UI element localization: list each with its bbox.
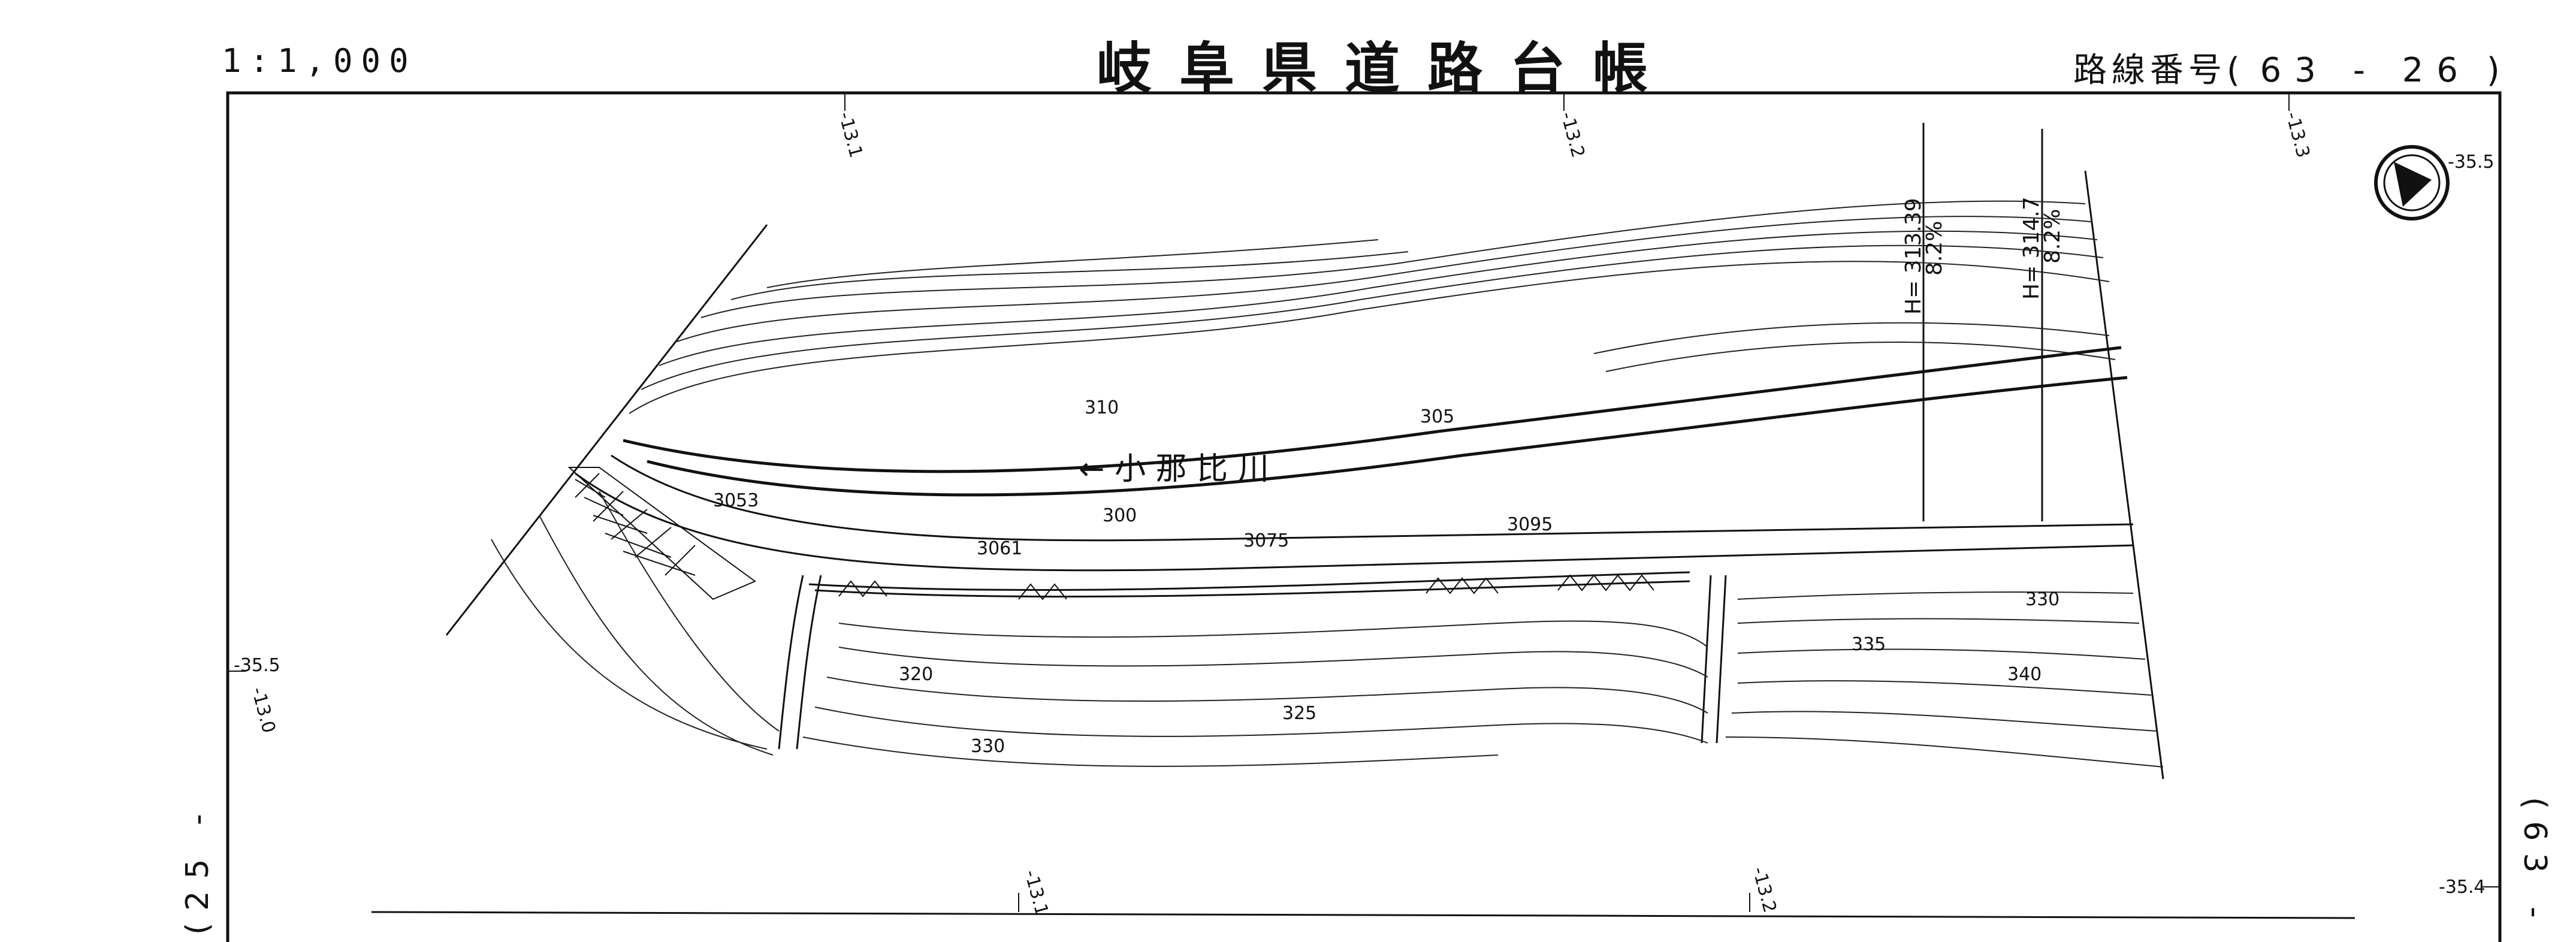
edge-label: -35.4 [2439,877,2486,898]
route-label: 路線番号( [2073,51,2245,90]
grade-label: 8.2% [1922,221,1947,276]
contour-label: 300 [1103,505,1137,526]
contour-label: 325 [1282,703,1316,724]
streams [778,575,1727,750]
station-label: 3075 [1243,530,1289,551]
route-number-label: 路線番号( 63 - 26 ) [2073,43,2505,92]
grid-tick-label: -13.2 [1556,110,1589,160]
contour-label: 340 [2007,664,2042,685]
grid-tick-label: -13.3 [2281,110,2314,160]
route-number: 63 - 26 [2260,51,2471,90]
wall-hatching [567,467,1654,600]
station-label: 3095 [1507,514,1553,535]
grade-label: 8.2% [2040,209,2065,264]
grid-tick-label: -13.1 [834,110,866,160]
edge-label: -13.0 [247,685,279,735]
contour-label: 335 [1852,634,1886,655]
map-frame [226,91,2502,942]
station-label: 3061 [977,538,1022,559]
contour-label: 310 [1085,397,1119,418]
river-name: ← 小 那 比 川 [1079,451,1269,487]
north-arrow-icon [2374,145,2450,221]
edge-label: -35.5 [2448,152,2495,173]
elevation-label: H= 313.39 [1901,198,1926,315]
contour-label: 305 [1420,406,1454,427]
grid-tick-label: -13.2 [1748,865,1780,915]
contours-north [629,200,2116,414]
scale-label: 1:1,000 [222,42,417,80]
contour-label: 330 [971,736,1005,757]
contour-label: 330 [2025,589,2059,610]
road [575,454,2134,598]
elevation-label: H= 314.7 [2019,197,2044,300]
route-close: ) [2486,51,2505,90]
page-title: 岐阜県道路台帳 [1097,36,1676,101]
edge-label: -35.5 [234,655,280,676]
contour-label: 320 [899,664,933,685]
river [623,346,2128,497]
grid-ticks [228,93,2500,912]
bottom-baseline [371,911,2355,919]
contours-south [491,491,2164,768]
map-boundary [445,123,2164,780]
grid-tick-label: -13.1 [1020,868,1052,918]
station-label: 3053 [713,490,759,511]
